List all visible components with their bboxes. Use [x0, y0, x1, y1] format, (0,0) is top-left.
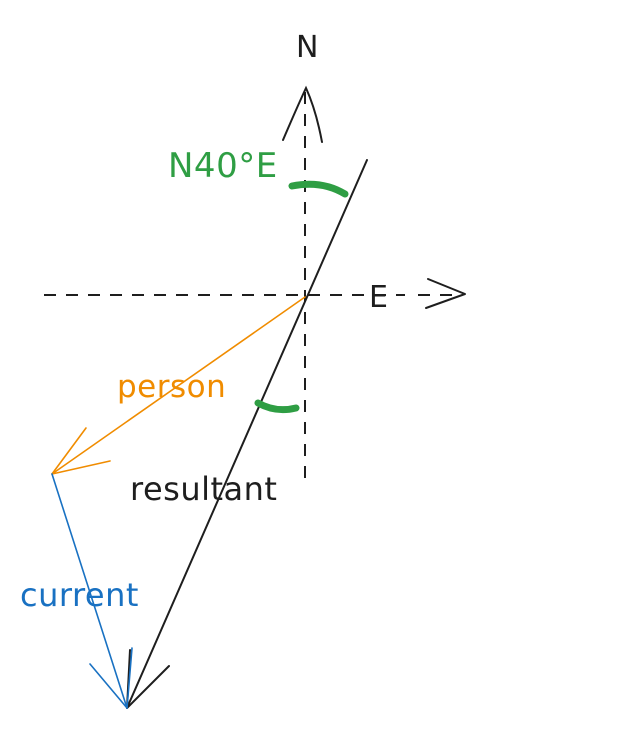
resultant-label: resultant	[130, 470, 277, 508]
east-label: E	[369, 280, 388, 315]
north-label: N	[296, 30, 319, 65]
current-label: current	[20, 576, 139, 614]
person-vector	[51, 296, 306, 475]
bearing-angle-mark-bottom	[254, 399, 300, 414]
current-arrowhead	[89, 647, 133, 709]
resultant-vector	[126, 159, 368, 709]
bearing-angle-mark-top	[288, 180, 349, 198]
person-label: person	[117, 369, 226, 405]
current-vector	[51, 473, 128, 709]
east-arrowhead	[425, 278, 466, 309]
north-arrowhead	[282, 85, 323, 143]
bearing-label: N40°E	[168, 146, 278, 186]
